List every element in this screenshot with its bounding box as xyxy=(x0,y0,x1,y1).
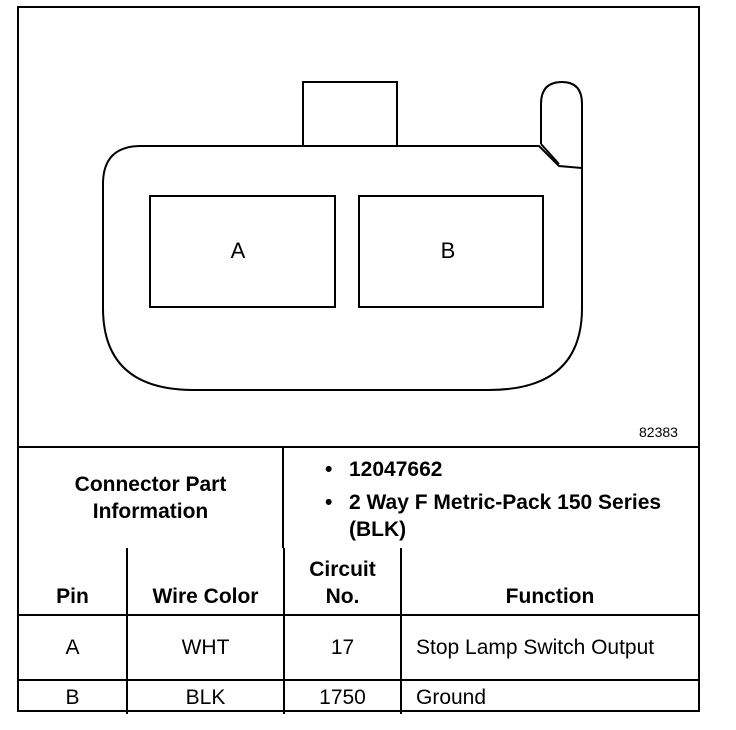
pin-cell: A xyxy=(19,614,128,681)
figure-number: 82383 xyxy=(639,424,678,440)
wire-color-cell: WHT xyxy=(126,614,285,681)
connector-description-text: 2 Way F Metric-Pack 150 Series (BLK) xyxy=(349,491,662,541)
bullet-icon: • xyxy=(325,491,333,514)
header-function: Function xyxy=(400,548,698,616)
connector-latch-hinge xyxy=(540,143,560,165)
connector-body-outline xyxy=(102,145,583,391)
header-circuit-line2: No. xyxy=(325,585,360,608)
cavity-a-label: A xyxy=(231,238,246,263)
connector-latch-arm xyxy=(540,80,583,308)
table-row: A WHT 17 Stop Lamp Switch Output xyxy=(19,614,698,681)
circuit-cell: 17 xyxy=(283,614,402,681)
connector-info-list: • 12047662 • 2 Way F Metric-Pack 150 Ser… xyxy=(319,456,689,549)
function-cell: Stop Lamp Switch Output xyxy=(400,614,698,681)
connector-info-label-text: Connector Part Information xyxy=(74,473,227,523)
pin-cell: B xyxy=(19,679,128,714)
cavity-a xyxy=(149,195,336,308)
part-number-item: • 12047662 xyxy=(319,456,689,483)
header-pin: Pin xyxy=(19,548,128,616)
part-number-text: 12047662 xyxy=(349,458,443,481)
header-wire-color: Wire Color xyxy=(126,548,285,616)
table-row: B BLK 1750 Ground xyxy=(19,679,698,714)
connector-part-info: Connector Part Information • 12047662 • … xyxy=(19,446,698,548)
wire-color-cell: BLK xyxy=(126,679,285,714)
connector-sheet: A B 82383 Connector Part Information • 1… xyxy=(17,6,700,714)
connector-info-label: Connector Part Information xyxy=(19,448,284,548)
pin-table: Pin Wire Color Circuit No. Function A WH… xyxy=(19,548,698,714)
pin-table-header: Pin Wire Color Circuit No. Function xyxy=(19,548,698,616)
function-cell: Ground xyxy=(400,679,698,714)
header-circuit-line1: Circuit xyxy=(309,558,376,581)
connector-diagram: A B 82383 xyxy=(19,8,698,446)
header-circuit-no: Circuit No. xyxy=(283,548,402,616)
connector-face-drawing: A B xyxy=(102,80,583,391)
cavity-b-label: B xyxy=(441,238,456,263)
connector-description-item: • 2 Way F Metric-Pack 150 Series (BLK) xyxy=(319,489,689,543)
cavity-b xyxy=(358,195,544,308)
connector-lock-tab xyxy=(302,81,398,146)
bullet-icon: • xyxy=(325,458,333,481)
circuit-cell: 1750 xyxy=(283,679,402,714)
